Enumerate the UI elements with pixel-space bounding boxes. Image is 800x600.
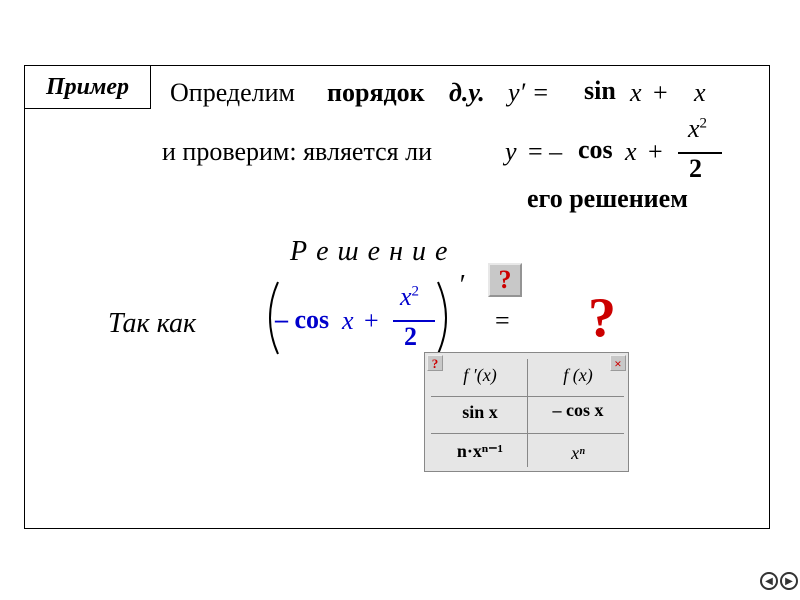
expr-frac-den: 2 <box>404 322 417 351</box>
expr-prime: ′ <box>458 270 465 301</box>
line1-x2: x <box>694 78 706 107</box>
expr-minus-cos: – cos <box>275 305 330 334</box>
hint-question-button[interactable]: ? <box>488 263 522 297</box>
line2-frac-den: 2 <box>689 154 702 183</box>
derivative-table: ? × f ′(x) f (x) sin x – cos x n·xⁿ⁻¹ xⁿ <box>424 352 629 472</box>
since-label: Так как <box>108 308 197 339</box>
table-row2-derivative: n·xⁿ⁻¹ <box>456 441 504 461</box>
table-column-divider <box>527 359 528 467</box>
table-row1-function: – cos x <box>552 400 604 420</box>
expr-num-sup: 2 <box>411 283 420 300</box>
line2-x: x <box>625 137 637 166</box>
table-header-derivative: f ′(x) <box>463 365 497 385</box>
big-question-mark: ? <box>588 287 616 349</box>
table-close-button[interactable]: × <box>610 355 626 371</box>
table-header-function: f (x) <box>563 365 593 385</box>
solution-title: Р е ш е н и е <box>290 236 449 267</box>
line1-x1: x <box>630 78 642 107</box>
line3-text: его решением <box>527 184 688 213</box>
line1-sin: sin <box>584 76 616 105</box>
content-frame <box>24 65 770 529</box>
line1-abbr: д.у. <box>449 78 485 107</box>
line2-frac-num: x2 <box>688 114 707 144</box>
line1-plus: + <box>653 78 668 107</box>
line1-prefix: Определим <box>170 78 295 107</box>
expr-x: x <box>342 306 354 335</box>
line2-num-x: x <box>688 114 700 143</box>
line2-num-sup: 2 <box>699 115 708 132</box>
left-paren <box>269 281 279 355</box>
expr-plus: + <box>364 306 379 335</box>
table-row-divider-2 <box>431 433 624 434</box>
nav-prev-button[interactable]: ◀ <box>760 572 778 590</box>
table-row1-derivative: sin x <box>462 402 498 422</box>
line1-bold-word: порядок <box>327 78 425 107</box>
table-row-divider-1 <box>431 396 624 397</box>
right-paren <box>437 281 447 355</box>
table-help-button[interactable]: ? <box>427 355 443 371</box>
line2-eq: = – <box>528 137 563 166</box>
expr-num-x: x <box>400 282 412 311</box>
line2-plus: + <box>648 137 663 166</box>
table-row2-function: xⁿ <box>571 443 585 463</box>
expr-frac-bar <box>393 320 435 322</box>
line2-frac-bar <box>678 152 722 154</box>
line2-text: и проверим: является ли <box>162 137 433 166</box>
line2-lhs: y <box>505 137 517 166</box>
expr-equals: = <box>495 306 510 335</box>
line2-cos: cos <box>578 135 613 164</box>
example-badge: Пример <box>24 65 151 109</box>
nav-next-button[interactable]: ▶ <box>780 572 798 590</box>
line1-lhs: y′ = <box>508 78 550 107</box>
expr-frac-num: x2 <box>400 282 419 312</box>
